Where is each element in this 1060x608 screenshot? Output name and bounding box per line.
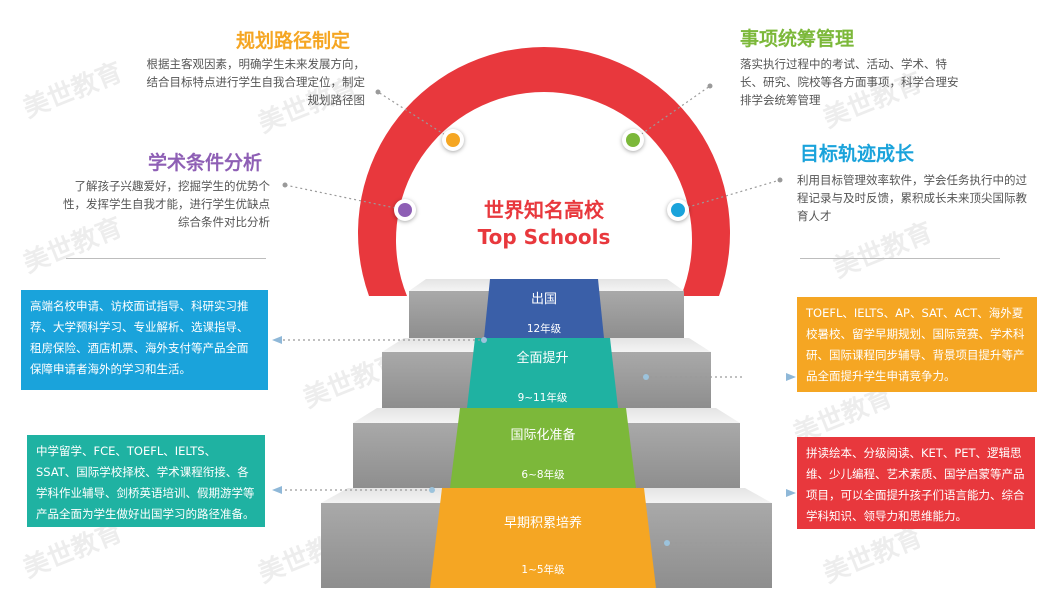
feature-heading-4: 目标轨迹成长 xyxy=(800,143,915,165)
arrowhead xyxy=(786,373,796,381)
arrowhead xyxy=(272,486,282,494)
stage-name-3: 国际化准备 xyxy=(510,428,576,443)
info-box-4: 拼读绘本、分级阅读、KET、PET、逻辑思维、少儿编程、艺术素质、国学启蒙等产品… xyxy=(797,437,1035,529)
info-box-2: TOEFL、IELTS、AP、SAT、ACT、海外夏校暑校、留学早期规划、国际竞… xyxy=(797,297,1037,392)
arc-dot-1 xyxy=(442,129,464,151)
feature-desc-3: 落实执行过程中的考试、活动、学术、特长、研究、院校等各方面事项，科学合理安排学会… xyxy=(740,57,959,107)
stage-grade-1: 12年级 xyxy=(526,323,562,335)
feature-desc-2: 了解孩子兴趣爱好，挖掘学生的优势个性，发挥学生自我才能，进行学生优缺点综合条件对… xyxy=(63,179,270,229)
top-title-cn: 世界知名高校 xyxy=(484,198,604,222)
feature-heading-3: 事项统筹管理 xyxy=(740,28,855,50)
stage-strip-4 xyxy=(430,488,656,588)
feature-heading-2: 学术条件分析 xyxy=(148,152,263,174)
info-box-1: 高端名校申请、访校面试指导、科研实习推荐、大学预科学习、专业解析、选课指导、租房… xyxy=(21,290,268,390)
stage-grade-2: 9~11年级 xyxy=(517,392,568,404)
arc-dot-3 xyxy=(622,129,644,151)
arc-dot-2 xyxy=(394,199,416,221)
top-title-en: Top Schools xyxy=(477,225,611,249)
arc-dot-4 xyxy=(667,199,689,221)
arrowhead xyxy=(272,336,282,344)
connector-line xyxy=(632,85,711,141)
stage-strip-1 xyxy=(484,279,604,338)
stage-grade-3: 6~8年级 xyxy=(521,469,565,481)
stage-name-2: 全面提升 xyxy=(516,351,569,366)
arc-ring xyxy=(358,46,730,296)
stage-name-1: 出国 xyxy=(530,292,557,307)
stage-name-4: 早期积累培养 xyxy=(503,516,582,531)
top-title: 世界知名高校 Top Schools xyxy=(444,197,644,251)
connector-line xyxy=(284,184,406,211)
stage-strip-3 xyxy=(450,408,636,488)
separator-right xyxy=(800,258,1000,259)
stage-strip-2 xyxy=(467,338,618,408)
separator-left xyxy=(66,258,266,259)
info-box-3: 中学留学、FCE、TOEFL、IELTS、SSAT、国际学校择校、学术课程衔接、… xyxy=(27,435,265,527)
feature-desc-4: 利用目标管理效率软件，学会任务执行中的过程记录与及时反馈，累积成长未来顶尖国际教… xyxy=(797,173,1027,223)
feature-desc-1: 根据主客观因素，明确学生未来发展方向，结合目标特点进行学生自我合理定位，制定规划… xyxy=(146,57,366,107)
feature-heading-1: 规划路径制定 xyxy=(236,30,351,52)
stage-grade-4: 1~5年级 xyxy=(521,564,565,576)
arrowhead xyxy=(786,489,796,497)
